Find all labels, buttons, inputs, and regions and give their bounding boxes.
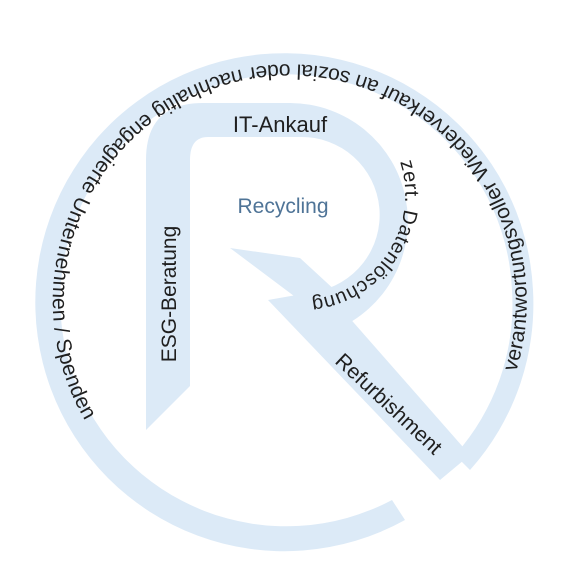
outer-ring-tail — [455, 290, 534, 470]
r-arrow — [230, 248, 338, 305]
label-esg-beratung: ESG-Beratung — [158, 226, 181, 363]
r-bowl — [262, 103, 408, 330]
label-it-ankauf: IT-Ankauf — [233, 112, 328, 137]
r-leg — [268, 290, 470, 480]
label-datenloeschung: zert. Datenlöschung — [310, 157, 422, 316]
r-stem — [146, 103, 262, 430]
label-recycling: Recycling — [237, 195, 328, 218]
